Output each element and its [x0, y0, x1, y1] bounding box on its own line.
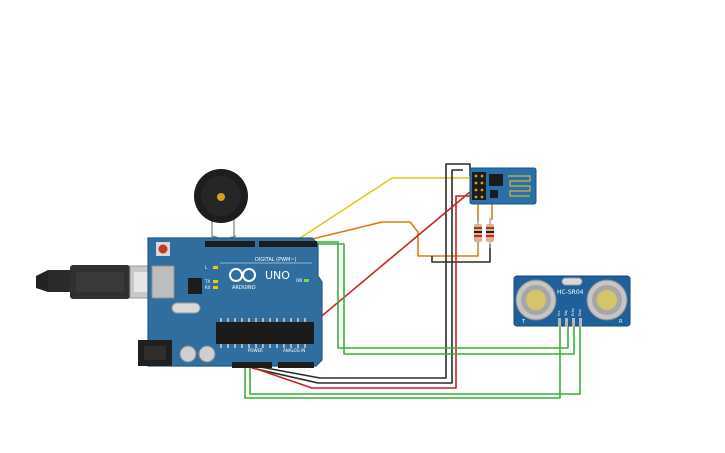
reset-button-icon[interactable] — [156, 242, 170, 256]
dc-jack-icon[interactable] — [138, 340, 172, 366]
digital-header[interactable] — [205, 241, 317, 247]
hc-sr04-pin-echo: Echo — [571, 308, 575, 316]
hc-sr04-pin-vcc: Vcc — [557, 310, 561, 316]
hc-sr04-pin-trig: Trig — [564, 310, 568, 317]
wire-orange-esp[interactable] — [299, 221, 479, 257]
digital-label: DIGITAL (PWM~) — [255, 257, 297, 263]
wire-green-vcc[interactable] — [244, 326, 561, 399]
ultrasonic-transmitter-icon — [515, 279, 557, 321]
usb-plug-icon — [36, 270, 48, 292]
hc-sr04-pin-gnd: Gnd — [578, 309, 582, 316]
wire-red-vcc[interactable] — [247, 195, 470, 389]
ultrasonic-receiver-icon — [586, 279, 628, 321]
hc-sr04-sensor[interactable]: HC-SR04 T R Vcc Trig Echo Gnd — [513, 275, 631, 327]
esp-pin-header[interactable] — [472, 172, 486, 200]
hc-sr04-side-left: T — [521, 319, 526, 325]
hc-sr04-model-label: HC-SR04 — [557, 289, 584, 296]
wire-green-echo[interactable] — [298, 243, 575, 355]
esp8266-module[interactable] — [469, 167, 537, 205]
arduino-brand-label: ARDUINO — [232, 285, 256, 291]
on-label: ON — [296, 278, 302, 283]
resistor-1[interactable] — [474, 218, 482, 248]
power-label: POWER — [248, 348, 263, 353]
arduino-uno-board[interactable]: DIGITAL (PWM~) UNO ARDUINO TX RX L ON — [138, 237, 323, 368]
esp-antenna-trace — [508, 175, 531, 197]
power-header[interactable] — [232, 362, 272, 368]
wire-divider-ground[interactable] — [431, 244, 491, 263]
tx-label: TX — [204, 279, 210, 284]
hc-sr04-pin-header[interactable] — [558, 318, 582, 327]
resistor-2[interactable] — [486, 218, 494, 248]
rx-label: RX — [205, 285, 211, 290]
analog-header[interactable] — [278, 362, 314, 368]
atmega-chip — [216, 318, 314, 348]
hc-sr04-side-right: R — [619, 319, 623, 325]
wire-green-gnd[interactable] — [249, 326, 581, 395]
wire-green-trig[interactable] — [294, 241, 569, 349]
piezo-buzzer[interactable] — [194, 169, 248, 238]
wire-black-gnd[interactable] — [254, 163, 471, 379]
analog-label: ANALOG IN — [283, 348, 305, 353]
l-label: L — [205, 265, 208, 270]
uno-model-label: UNO — [265, 269, 290, 282]
infinity-logo-icon — [229, 268, 256, 282]
wire-black-gnd-2[interactable] — [251, 169, 463, 384]
